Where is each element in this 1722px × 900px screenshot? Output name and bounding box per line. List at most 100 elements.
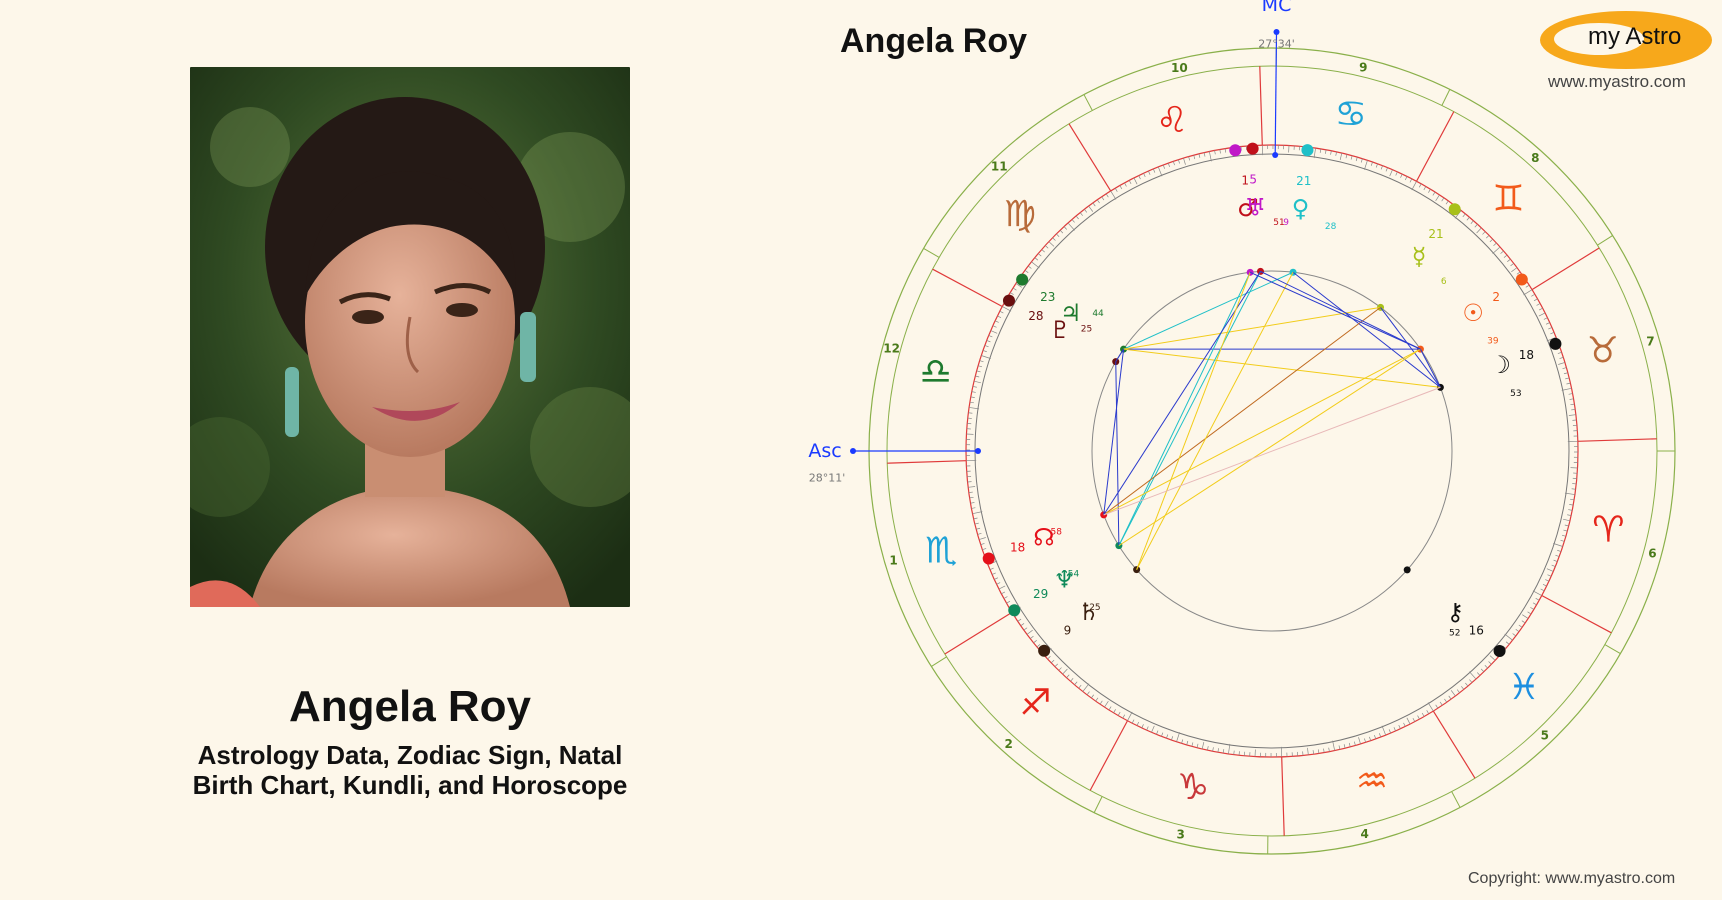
planet-saturn-aspect-point — [1133, 566, 1141, 574]
house-cusp-line — [1093, 796, 1103, 813]
house-cusp-line — [1597, 235, 1613, 246]
subtitle-line-2: Birth Chart, Kundli, and Horoscope — [192, 770, 628, 800]
outer-ring — [868, 47, 1676, 855]
degree-tick — [1001, 591, 1006, 595]
aspect-line — [1136, 272, 1294, 570]
degree-tick — [1569, 504, 1574, 506]
sign-cancer-icon: ♋ — [1335, 94, 1367, 135]
degree-tick — [1510, 263, 1514, 267]
degree-tick — [1545, 579, 1550, 582]
degree-tick — [1143, 173, 1146, 178]
myastro-logo[interactable]: my Astro — [1540, 11, 1712, 69]
sign-boundary — [1541, 594, 1612, 634]
planet-chiron-degree: 16 — [1469, 624, 1484, 638]
degree-tick — [1015, 283, 1022, 288]
degree-tick — [1489, 655, 1496, 661]
degree-tick — [1561, 534, 1566, 537]
degree-tick — [1330, 150, 1332, 155]
degree-tick — [1156, 730, 1159, 735]
planet-mercury-marker — [1448, 203, 1461, 216]
planet-neptune-aspect-point — [1115, 542, 1123, 550]
degree-tick — [1563, 518, 1571, 522]
degree-tick — [1568, 509, 1573, 511]
zodiac-inner-ring — [965, 144, 1579, 758]
degree-tick — [1512, 633, 1517, 637]
degree-tick — [1167, 163, 1170, 168]
degree-tick — [1518, 624, 1523, 628]
degree-tick — [1095, 697, 1099, 702]
sign-boundary — [1415, 111, 1455, 182]
degree-tick — [1493, 242, 1497, 247]
degree-tick — [1119, 185, 1123, 190]
planet-jupiter-minute: 44 — [1092, 309, 1104, 319]
degree-tick — [969, 407, 980, 410]
degree-tick — [1530, 607, 1534, 610]
degree-tick — [1309, 147, 1311, 152]
degree-tick — [1101, 196, 1105, 201]
degree-tick — [1350, 155, 1353, 160]
degree-tick — [1010, 292, 1014, 295]
planet-mars-marker — [1246, 142, 1259, 155]
degree-tick — [1353, 741, 1356, 746]
degree-tick — [969, 496, 974, 499]
degree-tick — [1047, 655, 1051, 660]
degree-tick — [1515, 629, 1520, 632]
asc-label: Asc — [808, 440, 841, 462]
planet-pluto-icon: ♇ — [1049, 316, 1071, 344]
degree-tick — [1196, 743, 1199, 748]
degree-tick — [984, 345, 989, 348]
aspect-line — [1260, 270, 1421, 350]
planet-venus-minute: 28 — [1325, 222, 1337, 232]
sign-taurus-icon: ♉ — [1587, 331, 1619, 372]
degree-tick — [1074, 681, 1078, 686]
degree-tick — [1484, 664, 1488, 669]
degree-tick — [1157, 166, 1163, 177]
planet-pluto-minute: 25 — [1081, 325, 1092, 335]
degree-tick — [1385, 167, 1388, 172]
degree-tick — [1203, 152, 1206, 157]
degree-tick — [1456, 689, 1460, 693]
degree-tick — [1403, 722, 1406, 727]
degree-tick — [1485, 235, 1490, 239]
degree-tick — [1328, 747, 1330, 752]
planet-chiron-marker — [1493, 645, 1506, 658]
degree-tick — [1538, 307, 1543, 311]
degree-tick — [1012, 287, 1017, 291]
degree-tick — [1099, 700, 1103, 705]
planet-saturn-minute: 25 — [1089, 603, 1100, 613]
house-number-4: 4 — [1360, 827, 1368, 841]
degree-tick — [1480, 668, 1485, 673]
planet-venus-aspect-point — [1289, 268, 1297, 276]
aspect-line — [1118, 271, 1261, 546]
degree-tick — [1374, 734, 1377, 739]
aspect-line — [1103, 386, 1441, 516]
aspect-line — [1380, 307, 1441, 388]
degree-tick — [1030, 635, 1034, 639]
degree-tick — [1108, 706, 1112, 711]
degree-tick — [1563, 529, 1568, 532]
degree-tick — [1448, 695, 1452, 700]
person-name: Angela Roy — [288, 682, 532, 731]
degree-tick — [988, 335, 993, 338]
degree-tick — [1034, 257, 1039, 261]
degree-tick — [1186, 740, 1189, 745]
degree-tick — [978, 537, 986, 540]
aspect-line — [1115, 361, 1120, 546]
planet-chiron-aspect-point — [1403, 566, 1411, 574]
site-url[interactable]: www.myastro.com — [1548, 72, 1686, 91]
degree-tick — [997, 315, 1002, 319]
planet-saturn-marker — [1038, 644, 1051, 657]
degree-tick — [1522, 614, 1529, 619]
degree-tick — [1569, 398, 1574, 400]
aspect-line — [1118, 272, 1251, 546]
degree-tick — [982, 350, 987, 353]
planet-venus-marker — [1301, 144, 1314, 157]
degree-tick — [1364, 738, 1366, 743]
degree-tick — [1525, 284, 1530, 288]
degree-tick — [1426, 710, 1430, 714]
degree-tick — [1009, 605, 1013, 609]
degree-tick — [978, 365, 983, 368]
degree-tick — [1146, 726, 1149, 731]
degree-tick — [1364, 160, 1368, 170]
degree-tick — [1191, 742, 1194, 747]
